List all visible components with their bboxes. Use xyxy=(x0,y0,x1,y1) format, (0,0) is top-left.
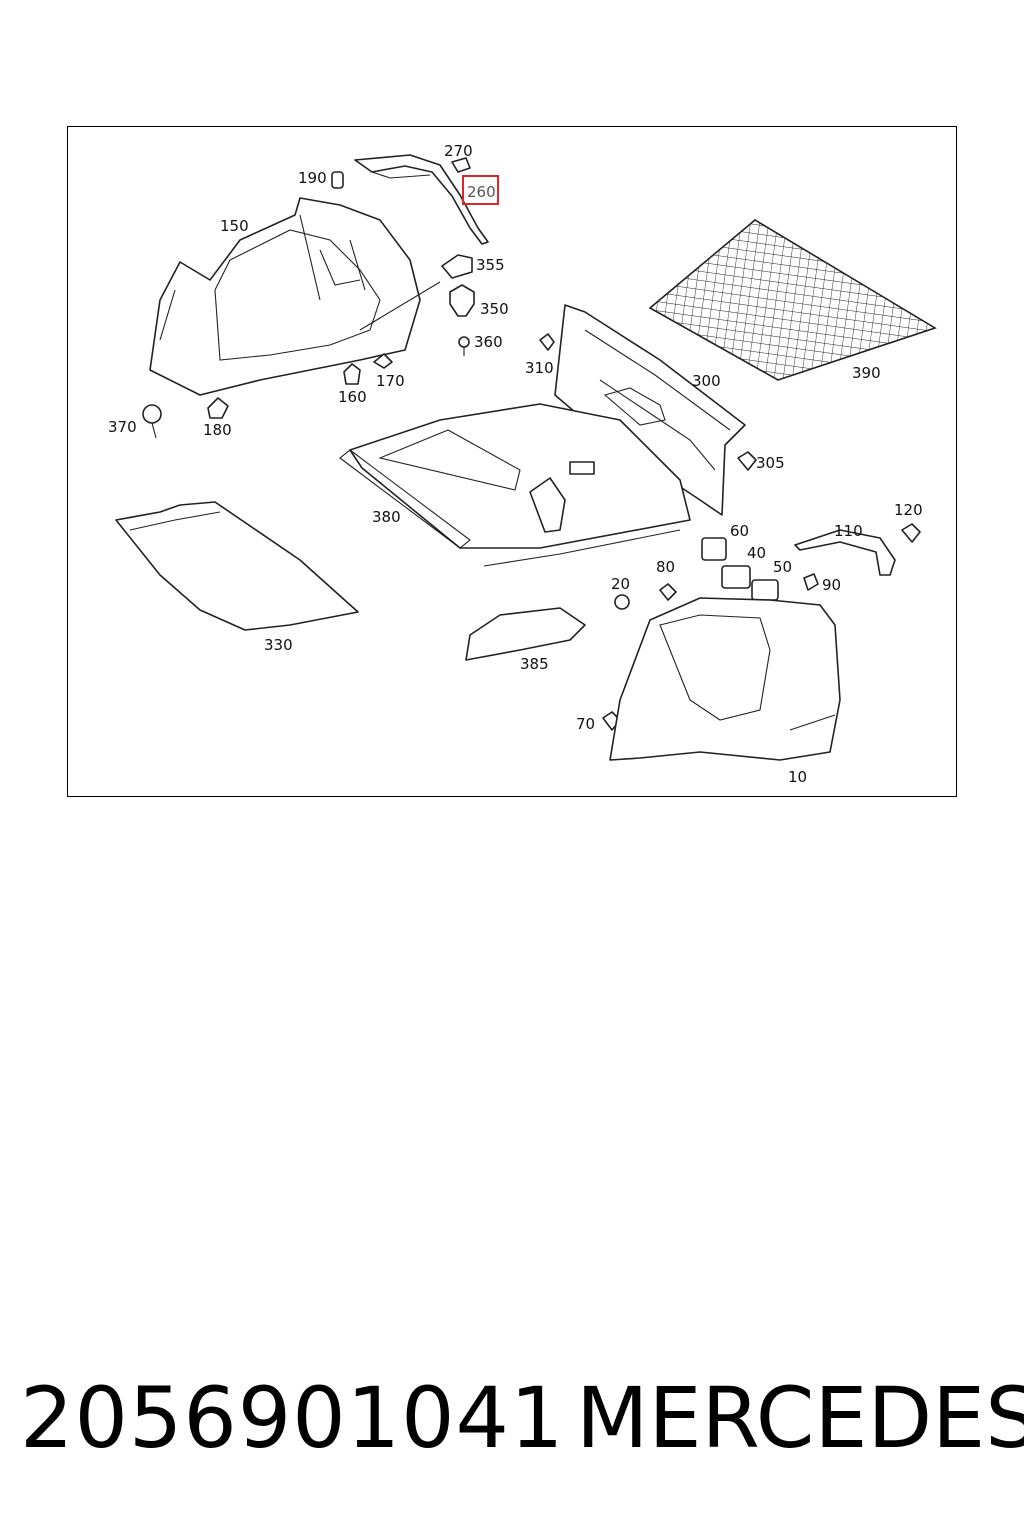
callout-390: 390 xyxy=(852,364,881,382)
part-10-right-side-trim xyxy=(609,597,841,761)
part-110-strip xyxy=(794,529,896,576)
footer: 2056901041 MERCEDES xyxy=(0,1368,1024,1478)
callout-300: 300 xyxy=(692,372,721,390)
callout-150: 150 xyxy=(220,217,249,235)
part-180-cover xyxy=(207,397,229,419)
brand-name: MERCEDES xyxy=(576,1369,1024,1467)
callout-385: 385 xyxy=(520,655,549,673)
part-270-clip xyxy=(451,157,471,173)
part-90-hook xyxy=(803,573,819,591)
part-40-frame xyxy=(721,565,751,589)
callout-305: 305 xyxy=(756,454,785,472)
callout-60: 60 xyxy=(730,522,749,540)
callout-110: 110 xyxy=(834,522,863,540)
part-305-clip xyxy=(737,451,757,471)
callout-10: 10 xyxy=(788,768,807,786)
part-385-bracket xyxy=(465,607,586,661)
part-330-side-trim xyxy=(115,501,359,631)
part-390-cargo-net xyxy=(648,219,937,381)
callout-380: 380 xyxy=(372,508,401,526)
part-380-load-floor xyxy=(339,403,691,567)
part-360-screw xyxy=(458,336,470,356)
callout-180: 180 xyxy=(203,421,232,439)
callout-260: 260 xyxy=(467,183,496,201)
callout-330: 330 xyxy=(264,636,293,654)
callout-170: 170 xyxy=(376,372,405,390)
part-190-clip xyxy=(331,171,344,189)
highlight-box-260 xyxy=(462,175,499,205)
leader-line xyxy=(359,281,441,331)
callout-120: 120 xyxy=(894,501,923,519)
callout-310: 310 xyxy=(525,359,554,377)
part-50-cover xyxy=(751,579,779,601)
part-150-left-side-trim xyxy=(149,197,421,396)
callout-370: 370 xyxy=(108,418,137,436)
callout-355: 355 xyxy=(476,256,505,274)
callout-270: 270 xyxy=(444,142,473,160)
part-number: 2056901041 xyxy=(20,1369,565,1467)
part-80-clip xyxy=(659,583,677,601)
callout-90: 90 xyxy=(822,576,841,594)
part-310-clip xyxy=(539,333,555,351)
part-20-knob xyxy=(614,594,630,610)
callout-40: 40 xyxy=(747,544,766,562)
callout-350: 350 xyxy=(480,300,509,318)
callout-20: 20 xyxy=(611,575,630,593)
part-60-switch xyxy=(701,537,727,561)
part-260-trim-strip xyxy=(354,154,489,245)
part-120-clip xyxy=(901,523,921,543)
callout-160: 160 xyxy=(338,388,367,406)
callout-70: 70 xyxy=(576,715,595,733)
part-170-clip xyxy=(373,353,393,369)
callout-50: 50 xyxy=(773,558,792,576)
part-355-cover xyxy=(441,254,473,279)
callout-190: 190 xyxy=(298,169,327,187)
part-370-eye-bolt xyxy=(142,404,162,439)
callout-360: 360 xyxy=(474,333,503,351)
part-350-lashing-eye xyxy=(449,284,475,317)
diagram-frame xyxy=(67,126,957,797)
callout-80: 80 xyxy=(656,558,675,576)
part-160-clip xyxy=(343,363,361,385)
